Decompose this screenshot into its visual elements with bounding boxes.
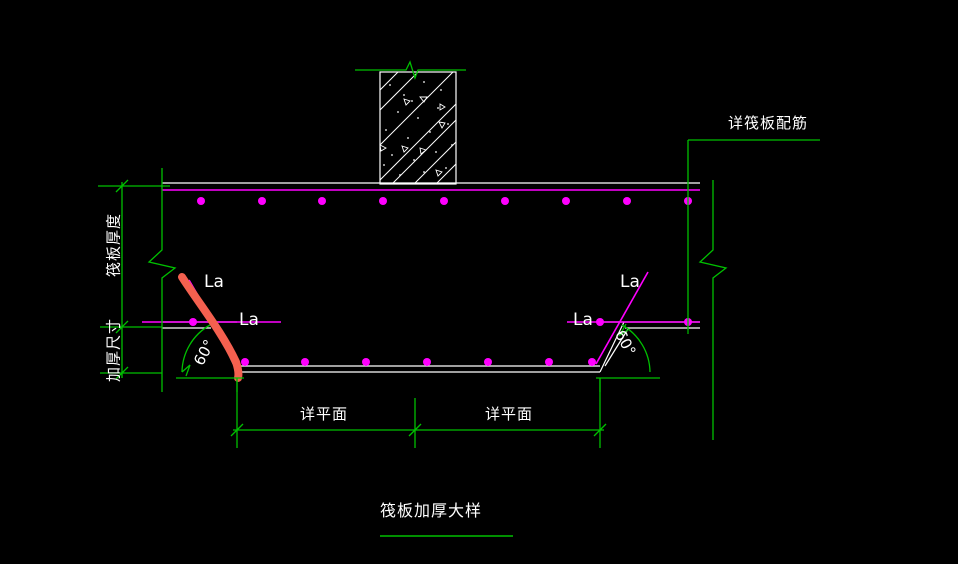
- angle-arcs: [181, 323, 651, 377]
- column-outline: [379, 71, 457, 185]
- rebar-section-dots: [189, 197, 692, 366]
- misc-green-marks: [236, 326, 689, 392]
- concrete-aggregate-triangles: [379, 96, 446, 177]
- highlighted-rebar[interactable]: [178, 273, 243, 382]
- concrete-hatch: [380, 72, 456, 184]
- raft-rebar-leader: [687, 139, 820, 330]
- concrete-aggregate-dots: [383, 81, 453, 176]
- bottom-dimension: [230, 378, 607, 448]
- column-section: [355, 60, 466, 185]
- column-center-axis-line: [355, 60, 466, 81]
- break-line-symbols: [147, 168, 728, 440]
- raft-slab-outline: [162, 182, 700, 373]
- left-dimension: [98, 179, 170, 380]
